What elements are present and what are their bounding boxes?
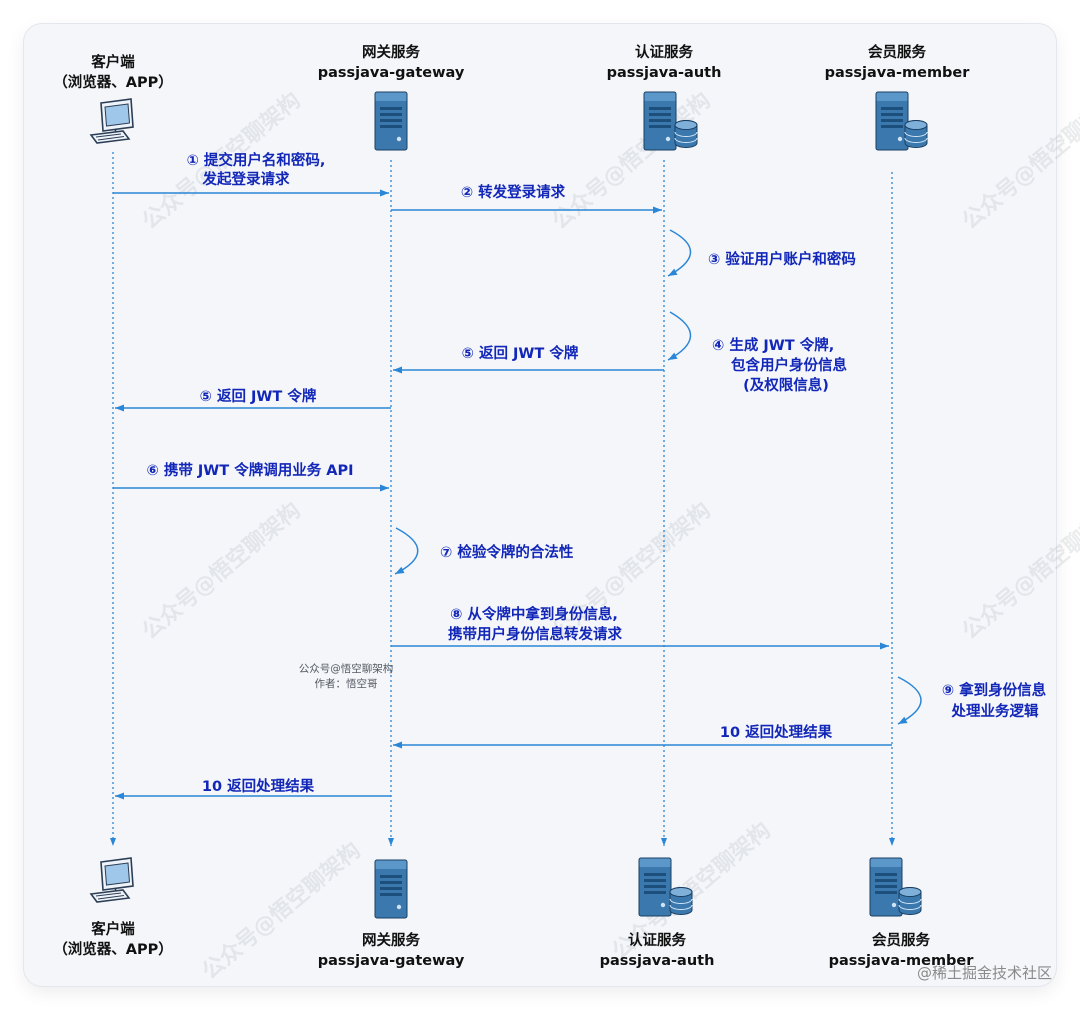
participant-name: 认证服务 bbox=[635, 43, 693, 61]
participant-name: 客户端 bbox=[90, 53, 135, 71]
computer-icon bbox=[90, 857, 134, 903]
participant-subtitle: passjava-gateway bbox=[318, 953, 465, 969]
watermark-layer: 公众号@悟空聊架构 公众号@悟空聊架构 公众号@悟空聊架构 公众号@悟空聊架构 … bbox=[137, 87, 1080, 984]
database-icon bbox=[898, 887, 922, 915]
participant-auth-top: 认证服务 passjava-auth bbox=[607, 43, 722, 151]
message-labels: ① 提交用户名和密码, 发起登录请求 ② 转发登录请求 ③ 验证用户账户和密码 … bbox=[147, 151, 1047, 795]
database-icon bbox=[674, 120, 698, 148]
participant-member-bottom: 会员服务 passjava-member bbox=[829, 857, 975, 969]
participant-subtitle: passjava-member bbox=[825, 65, 971, 81]
step-10-label: 10 返回处理结果 bbox=[720, 723, 833, 741]
step-10b-label: 10 返回处理结果 bbox=[202, 777, 315, 795]
participant-client-bottom: 客户端 （浏览器、APP） bbox=[53, 857, 173, 958]
author-note: 公众号@悟空聊架构 作者：悟空哥 bbox=[299, 662, 394, 690]
database-icon bbox=[904, 120, 928, 148]
step-3-label: ③ 验证用户账户和密码 bbox=[708, 250, 856, 268]
step-9-label-line2: 处理业务逻辑 bbox=[951, 702, 1039, 720]
participant-gateway-bottom: 网关服务 passjava-gateway bbox=[318, 859, 465, 969]
message-4-self-arrow bbox=[667, 311, 692, 361]
participant-subtitle: passjava-gateway bbox=[318, 65, 465, 81]
database-icon bbox=[669, 887, 693, 915]
participant-subtitle: passjava-auth bbox=[600, 953, 715, 969]
watermark: 公众号@悟空聊架构 bbox=[957, 87, 1080, 234]
server-icon bbox=[875, 91, 909, 151]
step-7-label: ⑦ 检验令牌的合法性 bbox=[440, 543, 574, 561]
participant-subtitle: passjava-member bbox=[829, 953, 975, 969]
step-2-label: ② 转发登录请求 bbox=[461, 183, 566, 201]
participant-gateway-top: 网关服务 passjava-gateway bbox=[318, 43, 465, 151]
step-8-label: ⑧ 从令牌中拿到身份信息, bbox=[450, 605, 618, 623]
step-4-label-line3: (及权限信息) bbox=[743, 376, 829, 394]
watermark: 公众号@悟空聊架构 bbox=[547, 87, 715, 234]
step-8-label-line2: 携带用户身份信息转发请求 bbox=[448, 625, 622, 643]
step-5b-label: ⑤ 返回 JWT 令牌 bbox=[200, 387, 317, 405]
participant-name: 会员服务 bbox=[868, 43, 926, 61]
participant-name: 会员服务 bbox=[872, 931, 930, 949]
computer-icon bbox=[90, 98, 134, 144]
step-1-label: ① 提交用户名和密码, bbox=[187, 151, 326, 169]
participant-name: 网关服务 bbox=[362, 43, 420, 61]
watermark: 公众号@悟空聊架构 bbox=[137, 497, 305, 644]
participant-name: 客户端 bbox=[90, 920, 135, 938]
participant-member-top: 会员服务 passjava-member bbox=[825, 43, 971, 151]
participant-subtitle: passjava-auth bbox=[607, 65, 722, 81]
server-icon bbox=[638, 857, 672, 917]
source-credit: @稀土掘金技术社区 bbox=[917, 964, 1052, 982]
participant-name: 认证服务 bbox=[628, 931, 686, 949]
message-7-self-arrow bbox=[394, 527, 419, 575]
step-5-label: ⑤ 返回 JWT 令牌 bbox=[462, 344, 579, 362]
messages bbox=[113, 189, 922, 800]
participant-subtitle: （浏览器、APP） bbox=[53, 940, 172, 958]
message-9-self-arrow bbox=[897, 676, 922, 725]
participant-auth-bottom: 认证服务 passjava-auth bbox=[600, 857, 715, 969]
diagram-card bbox=[24, 24, 1056, 986]
step-9-label: ⑨ 拿到身份信息 bbox=[942, 681, 1047, 699]
note-line-1: 公众号@悟空聊架构 bbox=[299, 662, 394, 675]
server-icon bbox=[374, 859, 408, 919]
watermark: 公众号@悟空聊架构 bbox=[957, 497, 1080, 644]
participant-name: 网关服务 bbox=[362, 931, 420, 949]
participant-client-top: 客户端 （浏览器、APP） bbox=[53, 53, 173, 144]
step-1-label-line2: 发起登录请求 bbox=[202, 170, 290, 188]
lifelines bbox=[110, 152, 895, 846]
step-4-label-line2: 包含用户身份信息 bbox=[731, 356, 847, 374]
note-line-2: 作者：悟空哥 bbox=[315, 677, 378, 690]
server-icon bbox=[374, 91, 408, 151]
message-3-self-arrow bbox=[667, 229, 692, 277]
step-4-label: ④ 生成 JWT 令牌, bbox=[712, 336, 834, 354]
participant-subtitle: （浏览器、APP） bbox=[53, 73, 172, 91]
server-icon bbox=[643, 91, 677, 151]
step-6-label: ⑥ 携带 JWT 令牌调用业务 API bbox=[147, 461, 354, 479]
server-icon bbox=[869, 857, 903, 917]
